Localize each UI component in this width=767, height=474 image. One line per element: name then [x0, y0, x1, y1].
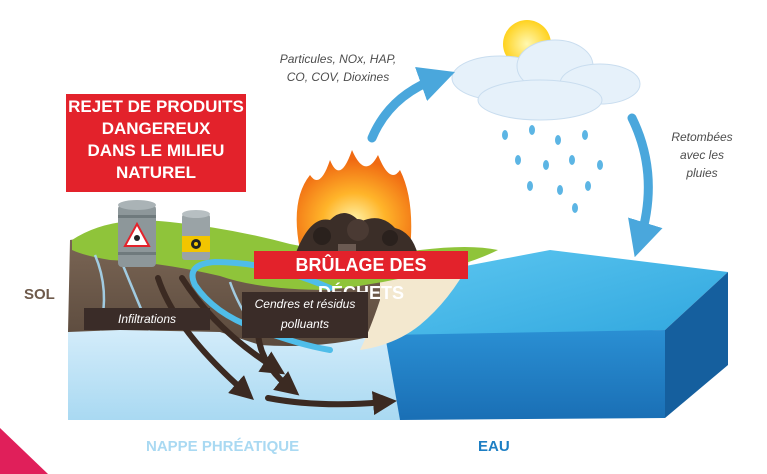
cendres-label: Cendres et résidus polluants — [242, 292, 368, 338]
corner-decoration — [0, 428, 48, 474]
emissions-line-1: Particules, NOx, HAP, — [279, 52, 397, 66]
rejet-line-1: REJET DE PRODUITS — [68, 97, 244, 116]
beach — [360, 262, 470, 350]
retombees-line-3: pluies — [686, 166, 718, 180]
rejet-line-3: DANS LE MILIEU — [87, 141, 225, 160]
rain-icon — [502, 125, 603, 213]
sea-front — [385, 330, 665, 420]
radioactive-barrel-icon — [182, 210, 210, 260]
fallout-arrow — [627, 113, 663, 258]
nappe-label: NAPPE PHRÉATIQUE — [146, 438, 300, 455]
rejet-line-4: NATUREL — [116, 163, 196, 182]
sea-side — [665, 272, 728, 418]
cendres-line-2: polluants — [280, 317, 330, 331]
retombees-line-2: avec les — [679, 148, 725, 162]
infiltration-arrows — [155, 275, 397, 416]
cloud-icon — [451, 39, 641, 121]
rejet-line-2: DANGEREUX — [101, 119, 211, 138]
fire-icon — [295, 150, 418, 255]
infiltrations-text: Infiltrations — [117, 312, 177, 326]
groundwater-block — [68, 330, 420, 420]
sea-top — [400, 250, 728, 340]
infiltrations-label: Infiltrations — [84, 308, 210, 330]
emission-arrow — [367, 67, 455, 143]
sol-label: SOL — [24, 286, 55, 303]
rejet-label: REJET DE PRODUITS DANGEREUX DANS LE MILI… — [66, 94, 246, 192]
cendres-line-1: Cendres et résidus — [254, 297, 356, 311]
toxic-barrel-icon — [118, 200, 156, 267]
brulage-label: BRÛLAGE DES DÉCHETS — [254, 251, 468, 303]
eau-label: EAU — [478, 438, 510, 455]
retombees-label: Retombées avec les pluies — [662, 128, 742, 182]
emissions-line-2: CO, COV, Dioxines — [286, 70, 390, 84]
retombees-line-1: Retombées — [671, 130, 733, 144]
emissions-label: Particules, NOx, HAP, CO, COV, Dioxines — [268, 50, 408, 86]
